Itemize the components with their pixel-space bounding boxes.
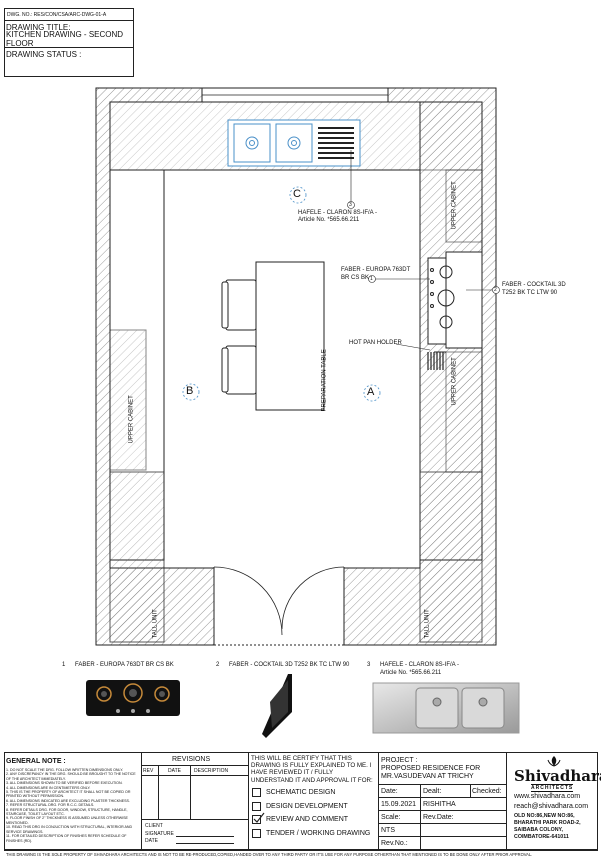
date-label: Date:	[381, 788, 398, 795]
general-note-item: 6. ALL DIMENSIONS INDICATED ARE EXCLUDIN…	[6, 798, 130, 803]
kitchen-plan	[95, 87, 500, 646]
upper-cabinet-label-3: UPPER CABINET	[128, 395, 135, 444]
rev-col-date: DATE	[168, 768, 181, 774]
option-tender-working-drawing[interactable]: TENDER / WORKING DRAWING	[252, 829, 370, 838]
firm-sub: ARCHITECTS	[531, 784, 574, 792]
firm-email: reach@shivadhara.com	[514, 803, 589, 810]
general-note-item: 8. REFER DETAILS DRG. FOR DOOR, WINDOW, …	[6, 807, 128, 817]
chair-2	[221, 345, 257, 395]
rev-col-description: DESCRIPTION	[194, 768, 229, 774]
hob-photo	[86, 680, 180, 716]
signature-label: SIGNATURE	[145, 831, 174, 837]
checkbox[interactable]	[252, 788, 261, 797]
checked-label: Checked:	[472, 788, 502, 795]
product-1-number: 1	[62, 662, 66, 668]
preparation-table	[255, 261, 325, 411]
entry-doors	[213, 566, 345, 646]
firm-address: OLD NO:86,NEW NO:86, BHARATHI PARK ROAD-…	[514, 813, 581, 840]
drawing-title-label: DRAWING TITLE:	[6, 23, 71, 32]
product-3-label: HAFELE - CLARON 8S-IF/A -	[380, 662, 460, 668]
hob-plan	[427, 251, 483, 353]
upper-cabinet-left	[109, 329, 147, 471]
project-name: PROPOSED RESIDENCE FOR MR.VASUDEVAN AT T…	[381, 765, 481, 780]
certify-text: THIS WILL BE CERTIFY THAT THIS DRAWING I…	[251, 755, 373, 784]
rev-col-rev: REV	[143, 768, 154, 774]
sink-callout-line1: HAFELE - CLARON 8S-IF/A -	[298, 210, 378, 216]
hot-pan-holder-label: HOT PAN HOLDER	[349, 340, 402, 346]
upper-cabinet-right	[445, 169, 483, 243]
client-date-label: DATE	[145, 838, 158, 844]
product-2-number: 2	[216, 662, 220, 668]
tall-unit-label-left: TALL UNIT	[152, 609, 159, 639]
product-2-label: FABER - COCKTAIL 3D T252 BK TC LTW 90	[229, 662, 350, 668]
checkbox[interactable]	[252, 802, 261, 811]
general-note-list: 1. DO NOT SCALE THE DRG. FOLLOW WRITTEN …	[6, 768, 139, 843]
option-design-development[interactable]: DESIGN DEVELOPMENT	[252, 802, 348, 811]
checkbox[interactable]	[252, 829, 261, 838]
general-note-item: 2. ANY DISCREPANCY IN THE DRG. SHOULD BE…	[6, 772, 136, 781]
header-box	[4, 8, 134, 77]
view-marker-c: C	[293, 188, 301, 200]
option-review-and-comment[interactable]: REVIEW AND COMMENT	[252, 812, 348, 824]
view-marker-b: B	[186, 385, 194, 397]
hob-callout-line1: FABER - EUROPA 763DT	[341, 267, 411, 273]
drawing-title: KITCHEN DRAWING - SECOND FLOOR	[6, 30, 124, 48]
firm-name: Shivadhara	[514, 767, 601, 785]
rev-date-label: Rev.Date:	[423, 814, 454, 821]
general-note-item: 4. ALL DIMENSIONS ARE IN CENTIMETERS ONL…	[6, 785, 91, 790]
general-note-item: 3. ALL DIMENSIONS SHOWN TO BE VERIFIED B…	[6, 781, 123, 786]
client-label: CLIENT	[145, 823, 163, 829]
project-label: PROJECT :	[381, 757, 418, 764]
check-icon	[253, 812, 265, 823]
tall-unit-right	[419, 471, 483, 643]
sink-callout-line2: Article No. *565.66.211	[298, 217, 360, 223]
checkbox-checked[interactable]	[252, 812, 265, 824]
hot-pan-holder	[427, 352, 444, 370]
title-block	[4, 752, 598, 850]
date-value: 15.09.2021	[381, 801, 417, 808]
general-note-item: 10. READ THIS DRG IN CONJUCTION WITH STR…	[6, 825, 133, 834]
firm-logo-icon	[547, 756, 561, 767]
hood-callout-line2: T252 BK TC LTW 90	[502, 290, 558, 296]
option-schematic-design[interactable]: SCHEMATIC DESIGN	[252, 788, 336, 797]
product-3-number: 3	[367, 662, 371, 668]
hob-callout-line2: BR CS BK	[341, 275, 370, 281]
upper-cabinet-label-2: UPPER CABINET	[451, 357, 458, 406]
footer-disclaimer: THIS DRAWING IS THE SOLE PROPERTY OF SHI…	[6, 852, 533, 857]
dealt-value: RISHITHA	[423, 801, 456, 808]
general-note-item: 7. REFER STRUCTURAL DRG. FOR R.C.C. DETA…	[6, 803, 95, 808]
sink-plan	[227, 119, 361, 167]
general-note-title: GENERAL NOTE :	[6, 758, 66, 765]
sink-callout-number: 3	[349, 202, 352, 208]
general-note-item: 1. DO NOT SCALE THE DRG. FOLLOW WRITTEN …	[6, 768, 124, 772]
firm-website: www.shivadhara.com	[514, 793, 581, 800]
hood-photo	[262, 674, 292, 738]
sink-photo	[372, 682, 520, 734]
product-1-label: FABER - EUROPA 763DT BR CS BK	[75, 662, 174, 668]
dealt-label: Dealt:	[423, 788, 442, 795]
general-note-item: 9. FLOOR FINISH OF 2" THICKNESS IS ASSUM…	[6, 816, 128, 825]
drawing-status-label: DRAWING STATUS :	[6, 50, 82, 59]
view-marker-a: A	[367, 386, 375, 398]
scale-label: Scale:	[381, 814, 401, 821]
product-3-label-2: Article No. *565.66.211	[380, 670, 442, 676]
scale-value: NTS	[381, 827, 395, 834]
tall-unit-label-right: TALL UNIT	[424, 609, 431, 639]
hood-callout-number: 2	[494, 287, 497, 293]
chair-1	[221, 279, 257, 331]
hob-callout-number: 1	[370, 276, 373, 282]
general-note-item: 11. FOR DETAILED DESCRIPTION OF FINISHES…	[6, 834, 127, 843]
general-note-item: 5. THIS IS THE PROPERTY OF ARCHITECT IT …	[6, 790, 131, 799]
upper-cabinet-label: UPPER CABINET	[451, 181, 458, 230]
hood-callout-line1: FABER - COCKTAIL 3D	[502, 282, 566, 288]
revisions-title: REVISIONS	[172, 756, 211, 763]
tall-unit-left	[109, 471, 165, 643]
prep-table-label: PREPARATION TABLE	[321, 349, 328, 412]
drawing-number: DWG. NO.: RES/CON/CSA/ARC-DWG-01-A	[7, 12, 107, 18]
rev-no-label: Rev.No.:	[381, 840, 408, 847]
